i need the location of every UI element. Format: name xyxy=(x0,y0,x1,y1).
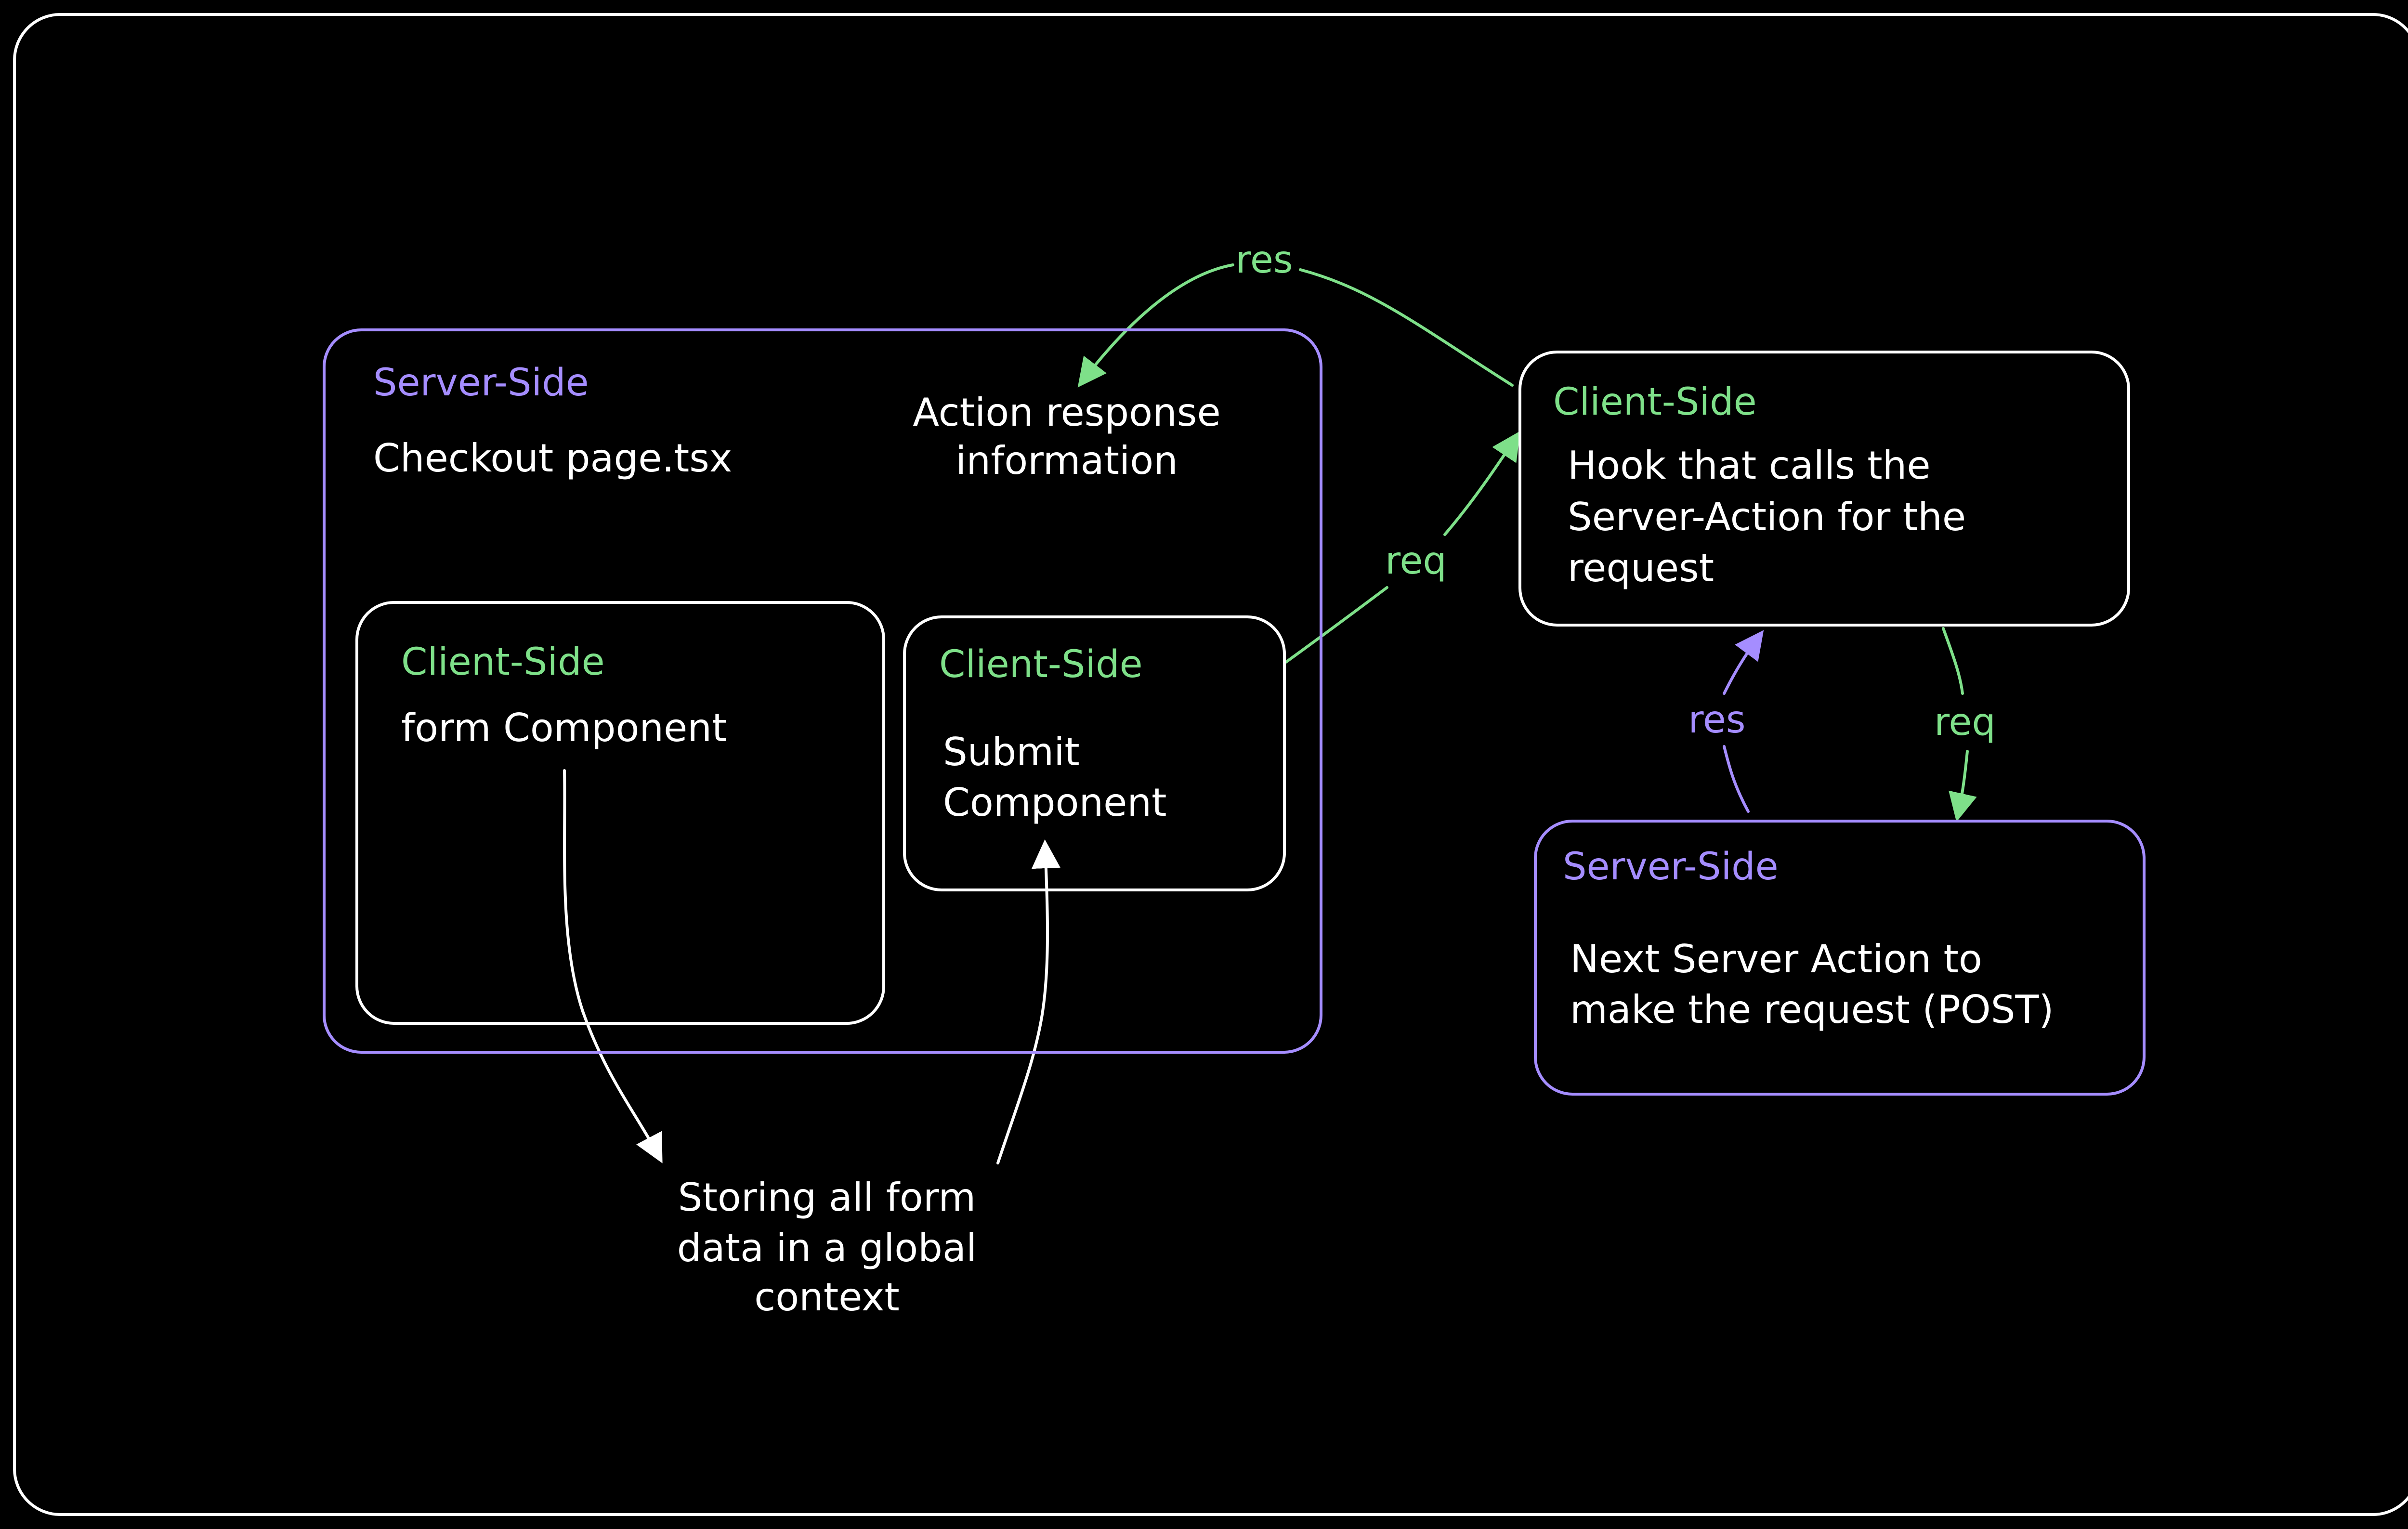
outer-frame xyxy=(13,13,2408,1516)
submit-title-line-2: Component xyxy=(943,780,1167,825)
edge-label-req-bottom: req xyxy=(1934,701,1996,744)
hook-title-line-3: request xyxy=(1568,546,1714,590)
page-server-side-tag: Server-Side xyxy=(373,361,589,405)
edge-label-res-top: res xyxy=(1235,238,1293,282)
global-context-line-2: data in a global xyxy=(677,1226,977,1270)
arrow-res-hook-to-page xyxy=(1081,263,1514,385)
submit-component-box xyxy=(903,615,1286,891)
global-context-line-1: Storing all form xyxy=(678,1175,976,1220)
form-component-box xyxy=(355,601,885,1025)
hook-title-line-2: Server-Action for the xyxy=(1568,495,1966,539)
form-component-title: form Component xyxy=(401,706,727,750)
action-server-side-tag: Server-Side xyxy=(1563,845,1779,889)
response-note-line-1: Action response xyxy=(913,390,1221,435)
arrow-req-submit-to-hook xyxy=(1284,436,1517,664)
edge-label-res-bottom: res xyxy=(1688,698,1746,742)
submit-title-line-1: Submit xyxy=(943,730,1080,774)
arrow-res-action-to-hook xyxy=(1723,635,1760,813)
arrow-req-hook-to-action xyxy=(1943,627,1967,816)
submit-client-side-tag: Client-Side xyxy=(939,643,1143,686)
server-action-box xyxy=(1534,820,2146,1096)
response-note-line-2: information xyxy=(955,438,1178,483)
form-client-side-tag: Client-Side xyxy=(401,640,605,684)
hook-title-line-1: Hook that calls the xyxy=(1568,443,1931,488)
checkout-page-container xyxy=(323,328,1322,1054)
hook-box xyxy=(1518,351,2130,627)
hook-client-side-tag: Client-Side xyxy=(1553,380,1757,424)
edge-label-req-mid: req xyxy=(1385,539,1447,583)
arrow-form-to-context xyxy=(563,769,663,1163)
global-context-line-3: context xyxy=(754,1275,900,1320)
action-title-line-1: Next Server Action to xyxy=(1570,937,1982,981)
page-title: Checkout page.tsx xyxy=(373,436,733,481)
action-title-line-2: make the request (POST) xyxy=(1570,987,2054,1032)
arrow-context-to-submit xyxy=(996,839,1060,1164)
